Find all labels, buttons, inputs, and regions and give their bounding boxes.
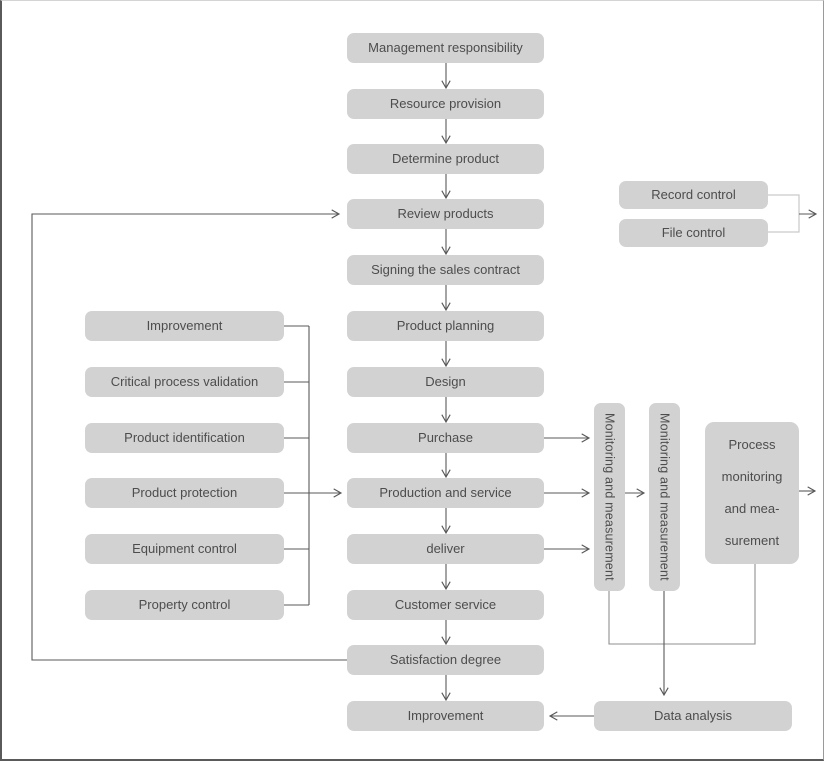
flow-node-product-planning: Product planning bbox=[347, 311, 544, 341]
flow-node-customer-service: Customer service bbox=[347, 590, 544, 620]
process-box-line: surement bbox=[724, 532, 780, 548]
flow-node-production-and-service: Production and service bbox=[347, 478, 544, 508]
support-node-equipment-control: Equipment control bbox=[85, 534, 284, 564]
support-node-product-protection: Product protection bbox=[85, 478, 284, 508]
support-node-product-identification: Product identification bbox=[85, 423, 284, 453]
flow-node-purchase: Purchase bbox=[347, 423, 544, 453]
flow-node-review-products: Review products bbox=[347, 199, 544, 229]
support-node-property-control: Property control bbox=[85, 590, 284, 620]
process-box-line: Process bbox=[728, 437, 776, 453]
left-column-connectors bbox=[284, 325, 343, 606]
node-record-control: Record control bbox=[619, 181, 768, 209]
node-monitoring-measurement-1: Monitoring and measurement bbox=[594, 403, 625, 591]
monitoring-input-arrows bbox=[544, 433, 817, 554]
node-file-control: File control bbox=[619, 219, 768, 247]
node-process-monitoring-measurement: Process monitoring and mea- surement bbox=[705, 422, 799, 564]
flow-node-determine-product: Determine product bbox=[347, 144, 544, 174]
flow-node-satisfaction-degree: Satisfaction degree bbox=[347, 645, 544, 675]
record-file-connector bbox=[768, 194, 818, 233]
feedback-loop-arrow bbox=[31, 209, 347, 661]
node-data-analysis: Data analysis bbox=[594, 701, 792, 731]
support-node-critical-process-validation: Critical process validation bbox=[85, 367, 284, 397]
flow-node-improvement: Improvement bbox=[347, 701, 544, 731]
flow-node-design: Design bbox=[347, 367, 544, 397]
flow-node-management-responsibility: Management responsibility bbox=[347, 33, 544, 63]
flow-node-resource-provision: Resource provision bbox=[347, 89, 544, 119]
process-box-line: monitoring bbox=[721, 469, 783, 485]
data-analysis-connectors bbox=[548, 564, 756, 721]
flow-node-deliver: deliver bbox=[347, 534, 544, 564]
process-box-line: and mea- bbox=[724, 501, 780, 516]
support-node-improvement: Improvement bbox=[85, 311, 284, 341]
flow-node-signing-sales-contract: Signing the sales contract bbox=[347, 255, 544, 285]
node-monitoring-measurement-2: Monitoring and measurement bbox=[649, 403, 680, 591]
